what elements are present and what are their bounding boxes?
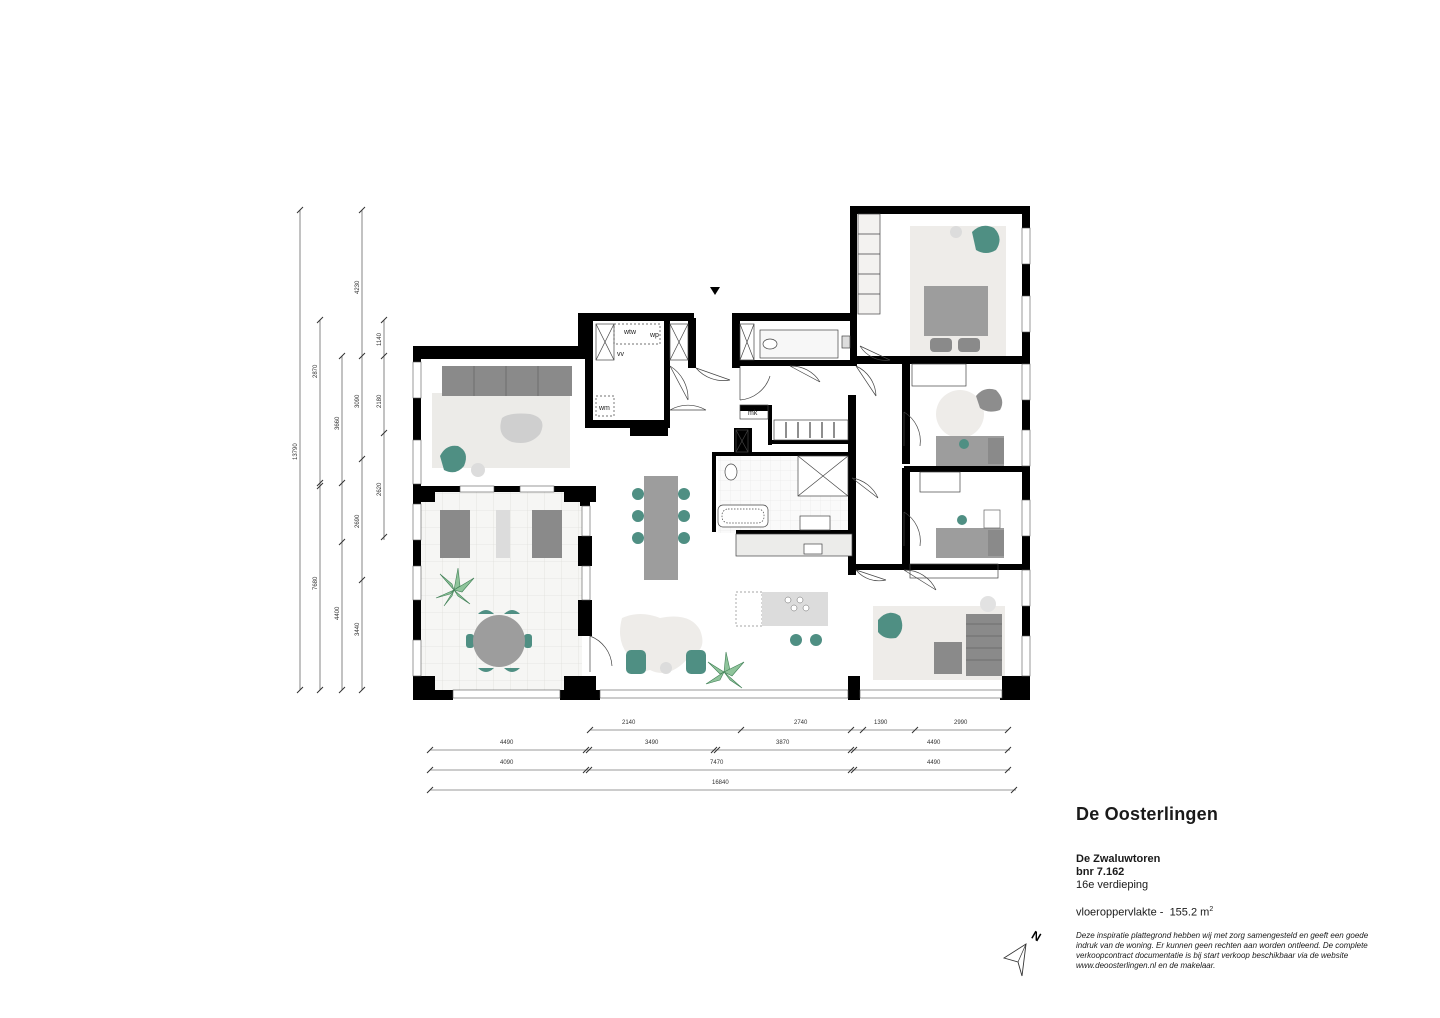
dim-b1-2: 1390 — [874, 720, 888, 726]
dim-b2-3: 4490 — [927, 740, 941, 746]
dim-l5-0: 4230 — [355, 280, 361, 294]
furniture — [435, 225, 1004, 689]
dim-b2-1: 3490 — [645, 740, 659, 746]
bed-4 — [966, 614, 1002, 676]
sanitary — [717, 329, 853, 557]
dim-b3-2: 4490 — [927, 760, 941, 766]
toilet-wc — [762, 338, 778, 350]
dim-l4-0: 3090 — [355, 394, 361, 408]
cooktop — [784, 596, 810, 612]
area-unit: 2 — [1209, 906, 1214, 913]
coffee-table — [500, 413, 543, 443]
door-bath — [851, 477, 879, 499]
loggia-dining — [466, 610, 532, 672]
door-mk — [669, 404, 707, 411]
door-bed4b — [903, 569, 937, 591]
label-wp: wp — [649, 332, 659, 339]
loggia-sofa-left — [440, 510, 470, 558]
door-bed1 — [859, 345, 891, 361]
chair-b — [686, 650, 706, 674]
plant-living — [705, 651, 745, 689]
door-bed4 — [855, 569, 887, 582]
project-info: De Oosterlingen De Zwaluwtoren bnr 7.162… — [1076, 804, 1376, 971]
project-title: De Oosterlingen — [1076, 804, 1219, 824]
dim-left-total: 13790 — [293, 443, 299, 460]
plant-loggia — [435, 567, 475, 607]
disclaimer: Deze inspiratie plattegrond hebben wij m… — [1076, 930, 1369, 970]
storage-units — [595, 213, 999, 579]
bed-master — [924, 286, 988, 336]
dim-l2-0: 2870 — [313, 364, 319, 378]
dim-l5-2: 2180 — [377, 394, 383, 408]
dim-b2-0: 4490 — [500, 740, 514, 746]
dim-b1-1: 2740 — [794, 720, 808, 726]
door-bed2 — [903, 411, 921, 447]
bedroom2-rug — [936, 390, 984, 438]
dim-l3-1: 4400 — [335, 606, 341, 620]
door-bed3 — [903, 511, 921, 547]
north-arrow-icon: N — [1002, 928, 1044, 977]
dim-l2-1: 7680 — [313, 576, 319, 590]
living-sofa — [442, 366, 572, 396]
entrance-marker-icon — [710, 287, 720, 295]
dim-l3-0: 3660 — [335, 416, 341, 430]
dim-b1-0: 2140 — [622, 720, 636, 726]
loggia-table — [496, 510, 510, 558]
dining-table — [644, 476, 678, 580]
floor-level: 16e verdieping — [1076, 879, 1149, 891]
door-bed1b — [855, 365, 877, 397]
bar-stools — [790, 634, 822, 646]
door-wc — [789, 365, 821, 383]
door-loggia — [589, 635, 613, 672]
room-labels: wtw wp vv wm mk — [598, 329, 758, 417]
door-hall — [739, 366, 771, 401]
dim-l5-1: 1140 — [377, 332, 383, 346]
north-label: N — [1029, 928, 1044, 944]
door-entrance — [695, 367, 731, 381]
label-vv: vv — [617, 351, 625, 358]
windows — [412, 227, 1031, 699]
armchair-living — [440, 445, 466, 473]
dim-total-bottom: 16840 — [712, 780, 729, 786]
side-table — [471, 463, 485, 477]
beanbag-bed2 — [976, 388, 1003, 412]
unit-number: bnr 7.162 — [1076, 866, 1125, 878]
dim-l5-3: 2620 — [377, 482, 383, 496]
dim-l4-1: 2690 — [355, 514, 361, 528]
door-utility — [669, 365, 689, 401]
chair-a — [626, 650, 646, 674]
label-wtw: wtw — [623, 329, 637, 336]
dimensions-left — [296, 206, 388, 694]
floor-area: vloeroppervlakte - 155.2 m2 — [1076, 906, 1376, 919]
dim-b1-3: 2990 — [954, 720, 968, 726]
area-value: 155.2 m — [1169, 906, 1210, 919]
label-wm: wm — [598, 405, 610, 412]
area-label: vloeroppervlakte - — [1076, 906, 1164, 919]
dim-l5-4: 3440 — [355, 622, 361, 636]
building-name: De Zwaluwtoren — [1076, 853, 1161, 865]
loggia-sofa-right — [532, 510, 562, 558]
toilet-bath — [724, 463, 738, 481]
kitchen-zone — [735, 591, 763, 627]
dim-b2-2: 3870 — [776, 740, 790, 746]
dining-chairs — [632, 488, 690, 544]
dimensions-bottom — [426, 726, 1018, 794]
dim-b3-0: 4090 — [500, 760, 514, 766]
label-mk: mk — [748, 410, 758, 417]
dimension-labels-left: 13790 2870 7680 3660 4400 3090 2690 4230… — [293, 280, 383, 636]
dimension-labels-bottom: 2140 2740 1390 2990 4490 3490 3870 4490 … — [500, 720, 968, 786]
armchair-bed1 — [972, 225, 1000, 253]
doors — [589, 345, 937, 672]
armchair-bed4 — [878, 612, 903, 639]
dim-b3-1: 7470 — [710, 760, 724, 766]
